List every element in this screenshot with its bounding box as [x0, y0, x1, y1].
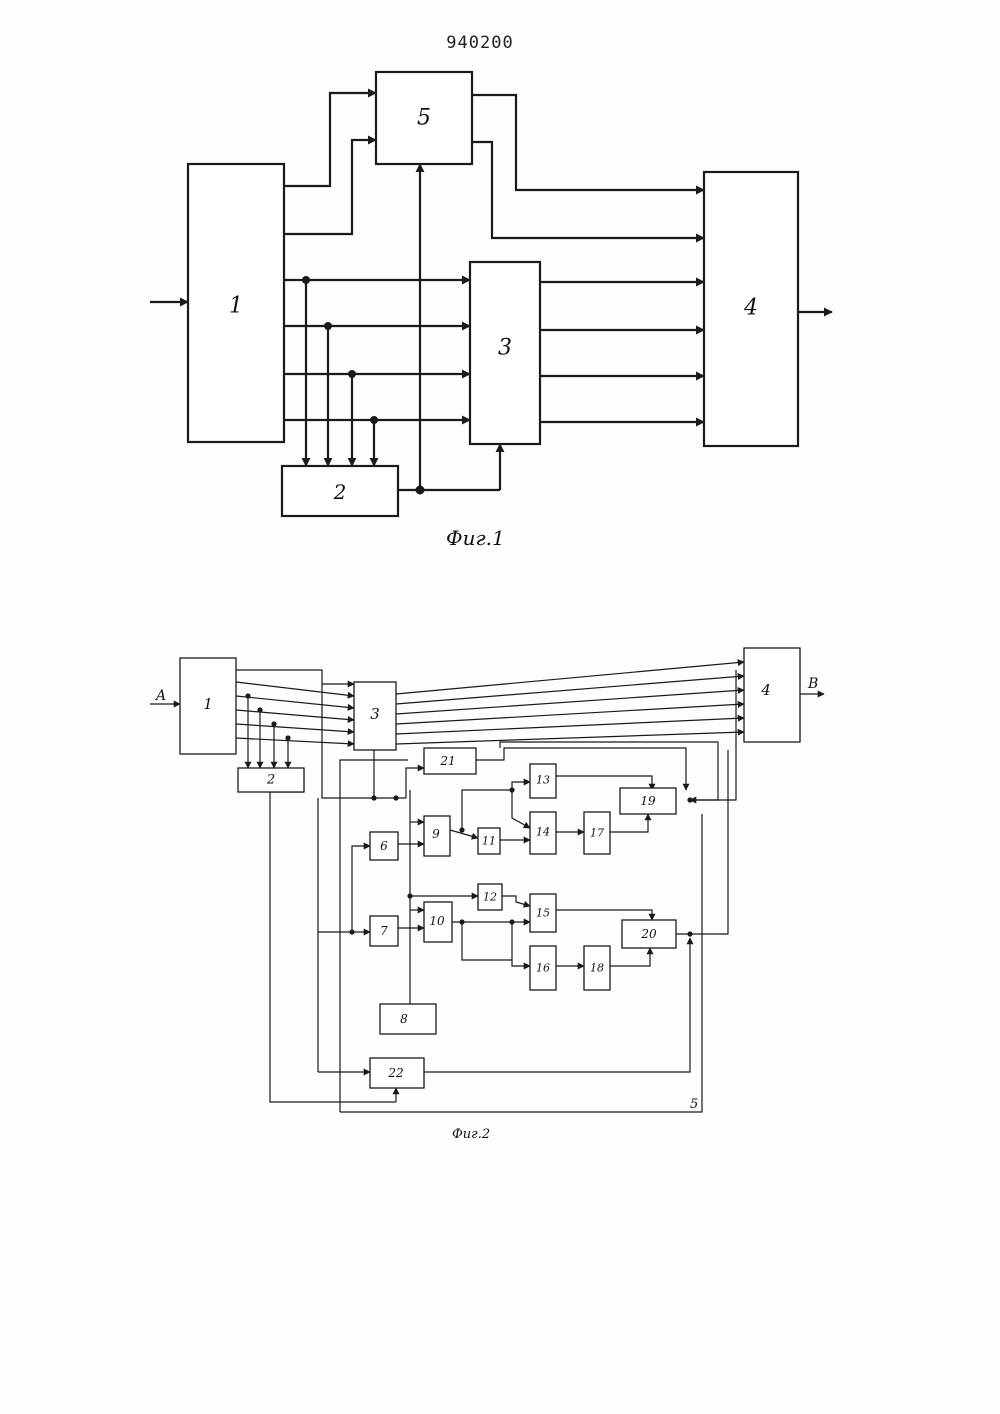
- svg-text:4: 4: [760, 681, 771, 699]
- fig1-block-2-label: 2: [333, 480, 347, 504]
- fig2-frame-label: 5: [690, 1097, 698, 1112]
- fig1-block-1: 1: [188, 164, 284, 442]
- fig2-block-19: 19: [620, 788, 676, 814]
- svg-text:12: 12: [483, 891, 497, 904]
- fig2-block-9: 9: [424, 816, 450, 856]
- fig2-block-10: 10: [424, 902, 452, 942]
- fig2-block-11: 11: [478, 828, 500, 854]
- svg-text:10: 10: [429, 914, 445, 928]
- fig2-block-13: 13: [530, 764, 556, 798]
- fig1-block-1-label: 1: [229, 294, 243, 319]
- svg-text:13: 13: [536, 774, 550, 787]
- svg-text:18: 18: [590, 962, 604, 975]
- fig1-block-2: 2: [282, 466, 398, 516]
- fig1-caption: Фиг.1: [446, 526, 505, 550]
- figure-2: 1 2 3 4 21 6 7: [150, 648, 824, 1142]
- fig2-block-20: 20: [622, 920, 676, 948]
- svg-text:3: 3: [370, 705, 380, 723]
- svg-text:6: 6: [380, 839, 388, 853]
- svg-text:20: 20: [640, 927, 657, 941]
- svg-text:19: 19: [640, 794, 656, 808]
- fig2-wires: [150, 662, 824, 1102]
- fig2-block-12: 12: [478, 884, 502, 910]
- fig2-output-label: B: [807, 676, 818, 692]
- fig2-input-label: A: [154, 688, 166, 704]
- svg-text:14: 14: [536, 826, 550, 839]
- fig1-block-3-label: 3: [498, 336, 512, 361]
- fig2-block-1: 1: [180, 658, 236, 754]
- svg-text:16: 16: [536, 962, 550, 975]
- svg-text:9: 9: [432, 827, 440, 841]
- svg-text:15: 15: [536, 907, 550, 920]
- fig2-block-22: 22: [370, 1058, 424, 1088]
- fig1-block-4-label: 4: [743, 296, 758, 321]
- fig2-block-7: 7: [370, 916, 398, 946]
- svg-text:22: 22: [387, 1066, 403, 1080]
- fig2-block-2: 2: [238, 768, 304, 792]
- svg-text:17: 17: [590, 827, 604, 840]
- figure-1: 1 5 3 4 2 Фиг.1: [150, 72, 832, 550]
- svg-text:21: 21: [439, 754, 455, 768]
- fig1-block-3: 3: [470, 262, 540, 444]
- svg-text:2: 2: [266, 773, 275, 788]
- fig2-block-14: 14: [530, 812, 556, 854]
- svg-text:8: 8: [400, 1012, 408, 1026]
- svg-text:11: 11: [482, 835, 496, 848]
- svg-text:7: 7: [380, 924, 388, 938]
- fig1-block-5: 5: [376, 72, 472, 164]
- fig2-block-16: 16: [530, 946, 556, 990]
- fig2-block-18: 18: [584, 946, 610, 990]
- fig2-block-3: 3: [354, 682, 396, 750]
- fig2-block-15: 15: [530, 894, 556, 932]
- svg-text:1: 1: [203, 695, 213, 713]
- fig2-block-6: 6: [370, 832, 398, 860]
- fig2-block-8: 8: [380, 1004, 436, 1034]
- fig2-caption: Фиг.2: [452, 1127, 490, 1142]
- fig1-block-5-label: 5: [417, 106, 431, 131]
- fig2-block-4: 4: [744, 648, 800, 742]
- fig2-block-17: 17: [584, 812, 610, 854]
- fig2-block-21: 21: [424, 748, 476, 774]
- fig1-block-4: 4: [704, 172, 798, 446]
